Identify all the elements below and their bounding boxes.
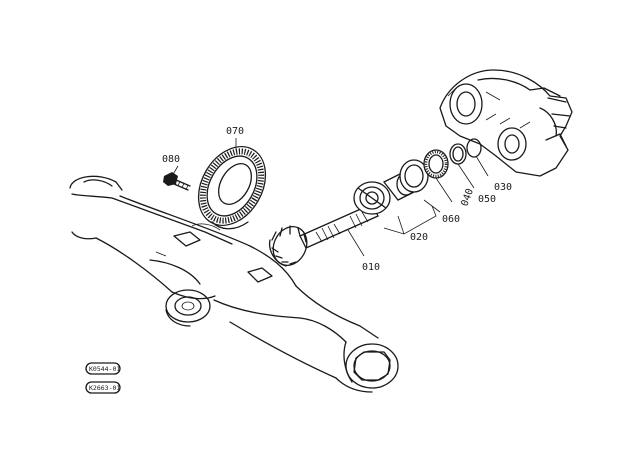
gear-case-housing (439, 69, 573, 177)
bolt-080 (163, 172, 191, 191)
label-080: 080 (162, 154, 180, 165)
ref-badge-1 (85, 362, 121, 375)
label-010: 010 (362, 262, 380, 273)
label-050: 050 (478, 194, 496, 205)
axle-housing (69, 175, 399, 393)
ref-label-1: K0544-01 (89, 365, 120, 373)
ref-label-2: K2663-01 (89, 384, 120, 392)
ref-badge-2 (85, 381, 121, 394)
label-020: 020 (410, 232, 428, 243)
washer-050 (449, 143, 467, 165)
pinion-shaft-010 (268, 203, 379, 267)
ring-gear-070 (197, 146, 267, 230)
bearing-040 (423, 149, 449, 179)
label-060: 060 (442, 214, 460, 225)
label-030: 030 (494, 182, 512, 193)
snap-ring-030 (466, 138, 482, 158)
bearing-inner (353, 181, 391, 215)
bearing-outer (399, 159, 429, 193)
label-040: 040 (460, 187, 477, 208)
label-070: 070 (226, 126, 244, 137)
reference-badges: K0544-01 K2663-01 (85, 362, 121, 394)
leader-lines (171, 138, 489, 257)
